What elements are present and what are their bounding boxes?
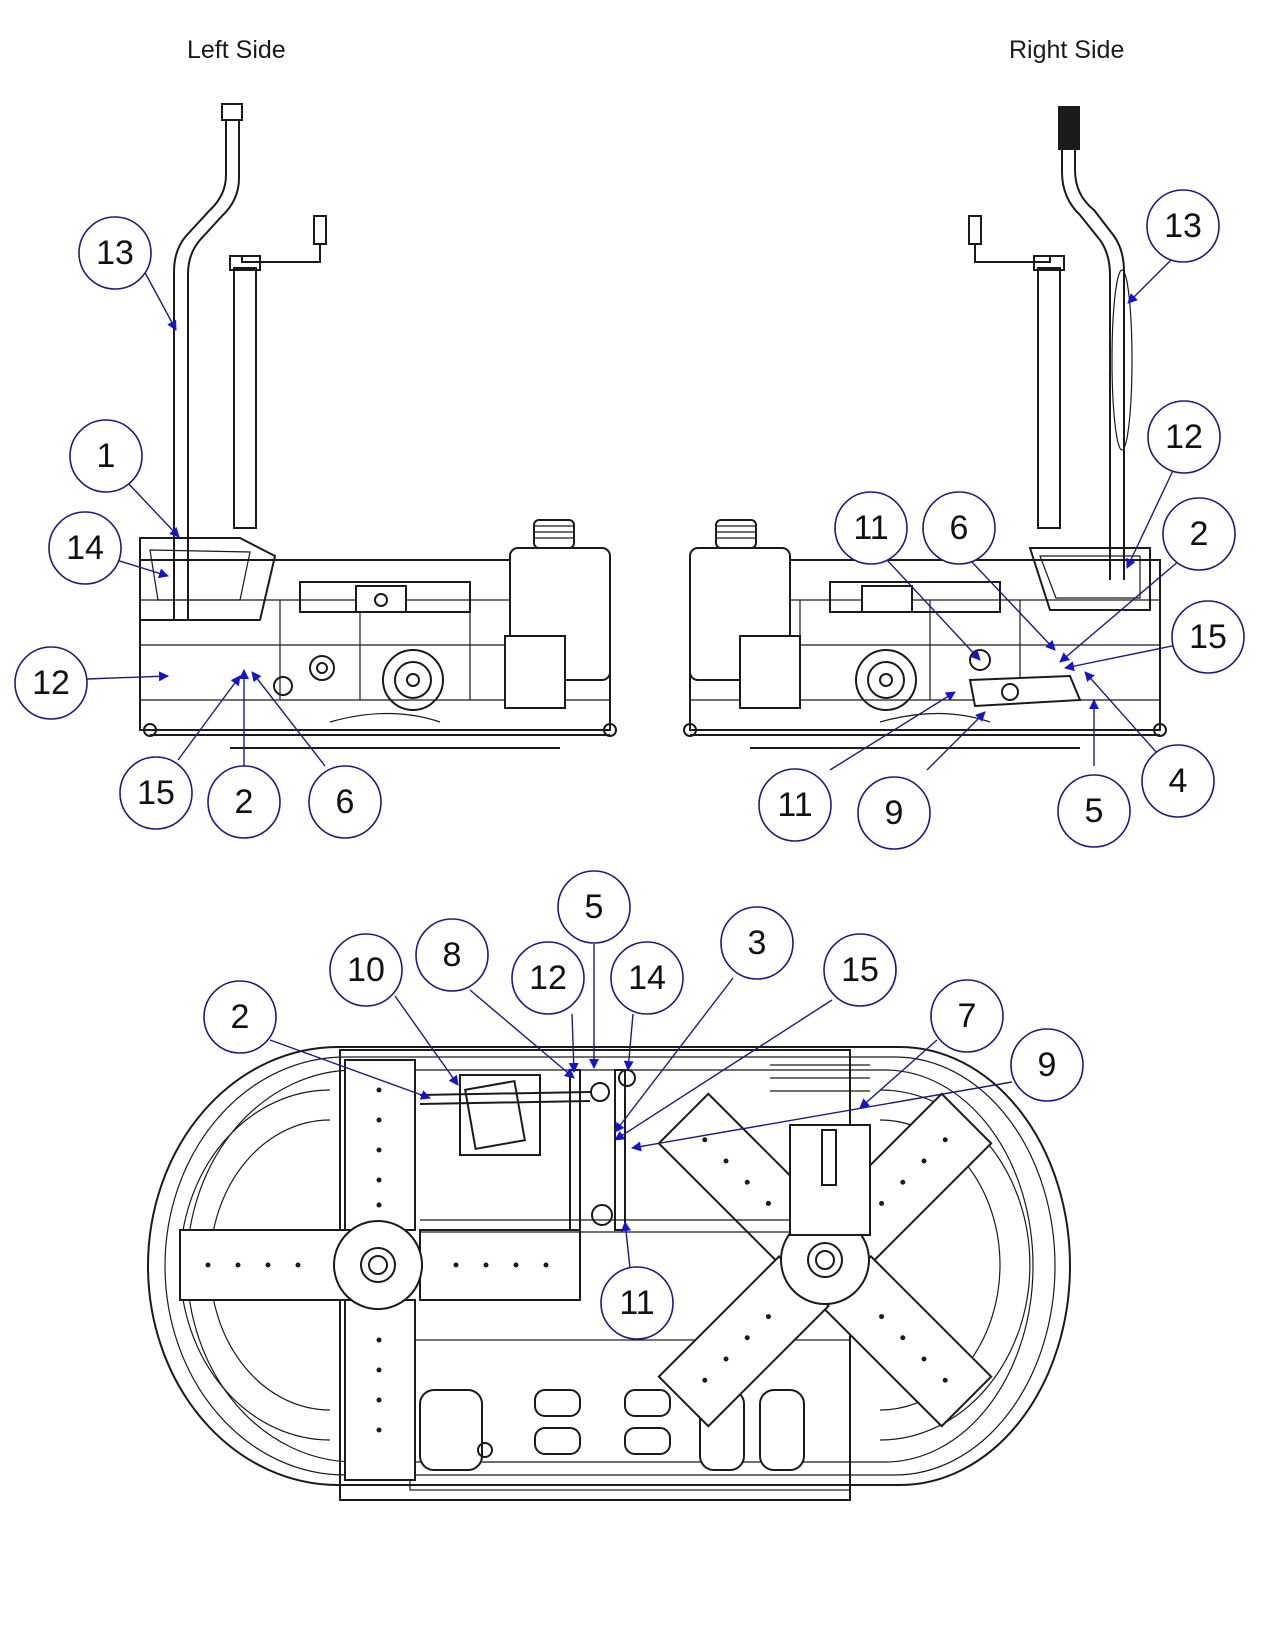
callout-6-left: 6 — [308, 765, 382, 839]
callout-2-bottom: 2 — [203, 980, 277, 1054]
callout-14-left: 14 — [48, 511, 122, 585]
callout-1-left-label: 1 — [97, 437, 116, 475]
left-side-title: Left Side — [187, 36, 286, 64]
bottom-tie-rod — [419, 1091, 591, 1105]
callout-6-right: 6 — [922, 491, 996, 565]
left-crank-knob — [313, 215, 327, 245]
left-tank-cap — [533, 519, 575, 549]
left-handle-tube — [173, 108, 227, 620]
callout-5-bottom: 5 — [557, 870, 631, 944]
callout-14-bottom-label: 14 — [628, 959, 666, 997]
left-paddle-assembly — [179, 1059, 581, 1481]
callout-6-right-label: 6 — [950, 509, 969, 547]
left-crank-arm — [241, 240, 321, 263]
callout-9-bottom-label: 9 — [1038, 1046, 1057, 1084]
callout-9-bottom: 9 — [1010, 1028, 1084, 1102]
callout-7-bottom: 7 — [930, 979, 1004, 1053]
right-handle-tube — [1074, 112, 1125, 580]
callout-14-bottom: 14 — [610, 941, 684, 1015]
callout-13-right-label: 13 — [1164, 207, 1202, 245]
callout-7-bottom-label: 7 — [958, 997, 977, 1035]
callout-2-left-label: 2 — [235, 783, 254, 821]
callout-15-right: 15 — [1171, 600, 1245, 674]
right-base-plate — [690, 734, 1160, 749]
left-pulley — [382, 649, 444, 711]
left-crank-collar — [229, 255, 261, 271]
callout-13-left: 13 — [78, 216, 152, 290]
bottom-view-callouts: 2 10 8 12 5 14 3 15 7 9 11 — [203, 870, 1084, 1340]
callout-4-right: 4 — [1141, 744, 1215, 818]
right-crank-arm — [974, 236, 1051, 263]
right-control-box — [1028, 547, 1151, 611]
bottom-oval-housing — [147, 1046, 1071, 1486]
callout-2-bottom-label: 2 — [231, 998, 250, 1036]
callout-13-right: 13 — [1146, 189, 1220, 263]
left-side-machine — [139, 103, 617, 749]
left-handle-grip — [221, 103, 243, 121]
left-crank-mast — [233, 267, 257, 529]
bottom-gearbox — [789, 1124, 871, 1236]
left-handle-tube-inner — [187, 108, 240, 620]
callout-9-right: 9 — [857, 776, 931, 850]
callout-4-right-label: 4 — [1169, 762, 1188, 800]
callout-12-bottom-label: 12 — [529, 959, 567, 997]
callout-11-bottom-label: 11 — [619, 1284, 654, 1322]
right-side-title: Right Side — [1009, 36, 1125, 64]
callout-2-right: 2 — [1162, 497, 1236, 571]
right-crank-mast — [1037, 267, 1061, 529]
callout-15-bottom-label: 15 — [841, 951, 879, 989]
callout-12-right: 12 — [1147, 400, 1221, 474]
callout-14-left-label: 14 — [66, 529, 104, 567]
callout-8-bottom: 8 — [415, 918, 489, 992]
left-paddle-hub — [333, 1220, 423, 1310]
callout-15-left-label: 15 — [137, 774, 175, 812]
callout-5-right-label: 5 — [1085, 792, 1104, 830]
callout-15-bottom: 15 — [823, 933, 897, 1007]
right-linkage — [968, 674, 1082, 708]
callout-5-bottom-label: 5 — [585, 888, 604, 926]
right-handle-grip — [1058, 106, 1080, 150]
callout-10-bottom: 10 — [329, 933, 403, 1007]
callout-12-left: 12 — [14, 646, 88, 720]
callout-11-right-top: 11 — [834, 491, 908, 565]
callout-3-bottom-label: 3 — [748, 924, 767, 962]
callout-2-left: 2 — [207, 765, 281, 839]
callout-1-left: 1 — [69, 419, 143, 493]
callout-12-left-label: 12 — [32, 664, 70, 702]
callout-leaders — [86, 259, 1181, 1269]
right-motor-block — [739, 635, 801, 709]
right-pulley — [855, 649, 917, 711]
callout-15-left: 15 — [119, 756, 193, 830]
callout-13-left-label: 13 — [96, 234, 134, 272]
callout-15-right-label: 15 — [1189, 618, 1227, 656]
callout-11-bottom: 11 — [600, 1266, 674, 1340]
left-paddle-bottom — [344, 1299, 416, 1481]
right-side-machine — [683, 106, 1167, 749]
left-view-callouts: 13 1 14 12 15 2 6 — [14, 216, 382, 839]
callout-6-left-label: 6 — [336, 783, 355, 821]
callout-11-right-top-label: 11 — [853, 509, 888, 547]
bottom-view-machine — [147, 1046, 1071, 1501]
right-view-callouts: 13 12 11 6 2 15 4 5 9 11 — [758, 189, 1245, 850]
callout-11-right-bottom-label: 11 — [777, 786, 812, 824]
bottom-motor-mount — [459, 1074, 541, 1156]
callout-2-right-label: 2 — [1190, 515, 1209, 553]
callout-12-bottom: 12 — [511, 941, 585, 1015]
callout-3-bottom: 3 — [720, 906, 794, 980]
callout-8-bottom-label: 8 — [443, 936, 462, 974]
callout-11-right-bottom: 11 — [758, 768, 832, 842]
left-motor-block — [504, 635, 566, 709]
left-base-plate — [150, 734, 610, 749]
callout-9-right-label: 9 — [885, 794, 904, 832]
right-handle-tube-inner — [1061, 112, 1111, 580]
callout-5-right: 5 — [1057, 774, 1131, 848]
callout-12-right-label: 12 — [1165, 418, 1203, 456]
callout-10-bottom-label: 10 — [347, 951, 385, 989]
left-paddle-right — [419, 1229, 581, 1301]
